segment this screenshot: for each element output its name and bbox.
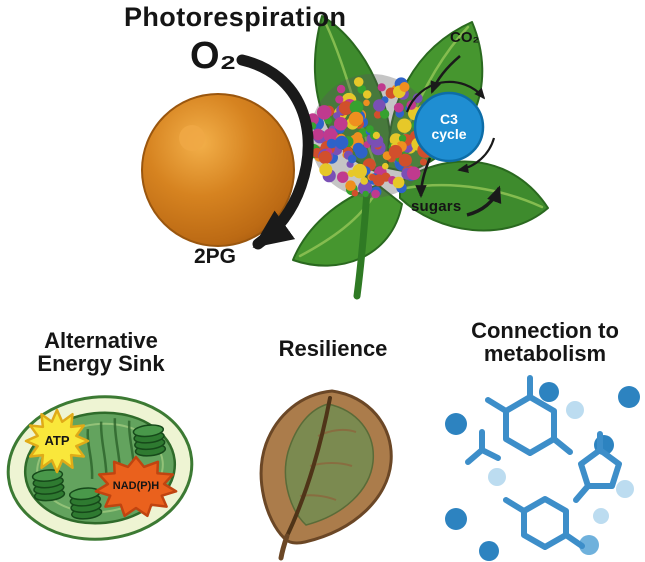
dried-leaf-icon — [259, 389, 393, 561]
protein-subunit — [353, 77, 364, 87]
protein-subunit — [373, 110, 382, 119]
atp-label: ATP — [44, 433, 70, 448]
protein-subunit — [373, 99, 386, 112]
protein-subunit — [377, 83, 386, 92]
protein-subunit — [318, 150, 332, 165]
protein-subunit — [347, 169, 355, 178]
cycle-to-sugars-arrow — [415, 157, 432, 199]
protein-subunit — [382, 162, 389, 170]
protein-subunit — [326, 138, 337, 149]
protein-subunit — [351, 189, 359, 197]
protein-subunit — [363, 90, 372, 99]
c3-line2: cycle — [431, 125, 467, 142]
panel-title-metabolism: Connection to metabolism — [471, 318, 619, 367]
protein-subunit — [316, 105, 332, 120]
protein-subunit — [412, 93, 423, 104]
sugars-out-arrow — [466, 185, 502, 217]
panel-title-resilience: Resilience — [278, 336, 388, 361]
oxygen-sphere-icon — [141, 93, 295, 247]
protein-subunit — [369, 173, 377, 181]
c3-cycle-group — [405, 55, 502, 217]
panel-title-energy-sink: Alternative Energy Sink — [37, 328, 165, 377]
protein-subunit — [392, 176, 405, 189]
protein-subunit — [335, 135, 349, 150]
mitochondrion-icon — [6, 395, 194, 541]
protein-subunit — [334, 117, 348, 131]
co2-arrow — [430, 55, 461, 94]
metabolite-skeletons — [465, 375, 622, 550]
protein-subunit — [366, 125, 374, 133]
protein-subunit — [349, 100, 364, 114]
protein-subunit — [398, 134, 407, 143]
atp-burst-icon — [24, 408, 90, 474]
protein-subunit — [397, 118, 412, 133]
protein-subunit — [419, 158, 428, 166]
protein-subunit — [393, 102, 404, 113]
protein-subunit — [399, 82, 410, 92]
protein-subunit — [360, 177, 369, 185]
dried-leaf-stem — [278, 533, 290, 561]
protein-subunit — [358, 180, 373, 195]
protein-subunit — [355, 146, 368, 159]
c3-cycle-circle — [413, 91, 485, 163]
protein-subunit — [345, 180, 356, 191]
metabolite-spheres — [445, 382, 640, 561]
protein-subunit — [348, 111, 364, 127]
protein-subunit — [337, 171, 349, 183]
protein-subunit — [379, 109, 390, 119]
rubisco-protein-icon — [305, 74, 440, 199]
sphere-highlight — [179, 125, 205, 151]
protein-subunit — [398, 153, 412, 167]
protein-subunit — [319, 163, 333, 177]
protein-subunit — [338, 101, 353, 116]
protein-subunit — [388, 144, 403, 159]
protein-subunit — [372, 131, 380, 139]
o2-to-2pg-arrow — [236, 54, 314, 250]
co2-label: CO₂ — [450, 29, 480, 46]
protein-subunit — [357, 85, 367, 94]
protein-subunit — [312, 128, 324, 141]
nadph-label: NAD(P)H — [112, 480, 160, 492]
sugars-label: sugars — [411, 198, 462, 215]
protein-subunit — [406, 166, 421, 181]
2pg-label: 2PG — [194, 245, 237, 268]
protein-subunit — [347, 154, 357, 164]
protein-subunit — [335, 95, 344, 104]
protein-subunit — [352, 163, 368, 179]
leaf-right — [399, 160, 549, 232]
protein-subunit — [371, 189, 380, 199]
protein-subunit — [363, 99, 370, 107]
protein-subunit — [362, 190, 369, 198]
protein-subunit — [323, 128, 338, 143]
o2-label: O₂ — [190, 35, 237, 77]
nadph-burst-icon — [94, 455, 178, 518]
figure-title: Photorespiration — [124, 2, 347, 32]
metabolite-molecules-icon — [445, 375, 640, 561]
protein-subunit — [336, 84, 346, 94]
cycle-arcs — [405, 80, 496, 174]
dried-leaf-midrib — [285, 396, 332, 538]
c3-line1: C3 — [440, 111, 458, 127]
grana-stacks — [31, 424, 167, 520]
